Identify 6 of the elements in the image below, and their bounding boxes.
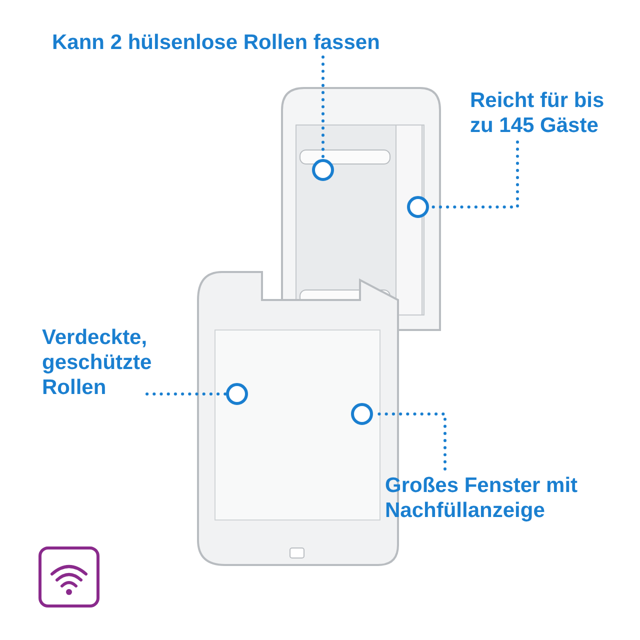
callout-text: Kann 2 hülsenlose Rollen fassen — [52, 30, 380, 55]
callout-text: Reicht für bis zu 145 Gäste — [470, 88, 605, 138]
leader-line — [322, 56, 324, 160]
callout-text: Verdeckte, geschützte Rollen — [42, 325, 182, 400]
leader-line — [146, 392, 228, 396]
callout-text: Großes Fenster mit Nachfüllanzeige — [385, 473, 625, 523]
